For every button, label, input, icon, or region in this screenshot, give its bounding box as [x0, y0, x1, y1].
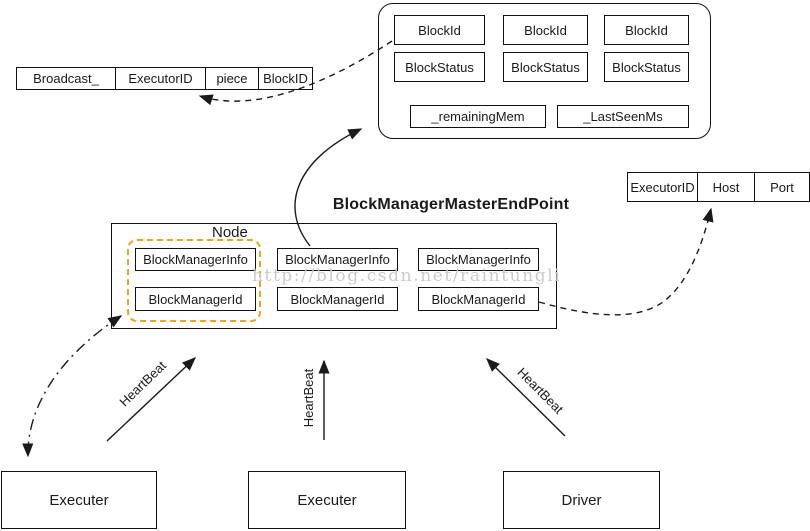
blockmanagerid-box: BlockManagerId [418, 287, 539, 311]
blockstatus-box: BlockStatus [604, 52, 689, 82]
block-info-panel: BlockId BlockId BlockId BlockStatus Bloc… [378, 3, 711, 139]
blockid-box: BlockId [604, 15, 689, 45]
port-cell: Port [755, 172, 810, 202]
blockstatus-box: BlockStatus [394, 52, 485, 82]
executer-box-2: Executer [248, 471, 406, 529]
node-container: Node BlockManagerInfo BlockManagerId Blo… [111, 223, 557, 329]
managerid-to-executortable-arrow [538, 207, 714, 316]
page-title: BlockManagerMasterEndPoint [332, 196, 570, 213]
blockstatus-box: BlockStatus [503, 52, 588, 82]
broadcast-cell: Broadcast_ [16, 67, 116, 90]
blockmanagerinfo-box: BlockManagerInfo [135, 248, 256, 271]
blockid-cell: BlockID [259, 67, 313, 90]
node-label: Node [212, 224, 248, 241]
broadcast-record-table: Broadcast_ ExecutorID piece BlockID [16, 67, 313, 90]
blockmanagerinfo-box: BlockManagerInfo [418, 248, 539, 271]
blockmanagerinfo-box: BlockManagerInfo [277, 248, 398, 271]
blockmanagerid-box: BlockManagerId [277, 287, 398, 311]
executer-box-1: Executer [1, 471, 157, 529]
piece-cell: piece [206, 67, 259, 90]
blockmanagerid-box: BlockManagerId [135, 287, 256, 311]
heartbeat-label-3: HeartBeat [514, 364, 567, 417]
heartbeat-label-2: HeartBeat [301, 368, 316, 428]
executor-record-table: ExecutorID Host Port [627, 172, 810, 202]
blockid-box: BlockId [394, 15, 485, 45]
highlighted-manager-outline [127, 239, 261, 322]
executorid-cell: ExecutorID [627, 172, 698, 202]
executorid-cell: ExecutorID [116, 67, 206, 90]
last-seen-box: _LastSeenMs [557, 105, 689, 128]
heartbeat-label-1: HeartBeat [116, 357, 169, 410]
driver-box: Driver [503, 471, 660, 529]
host-cell: Host [698, 172, 755, 202]
remaining-mem-box: _remainingMem [410, 105, 546, 128]
blockid-box: BlockId [503, 15, 588, 45]
node-executer-dashdot-arrow [22, 315, 123, 458]
